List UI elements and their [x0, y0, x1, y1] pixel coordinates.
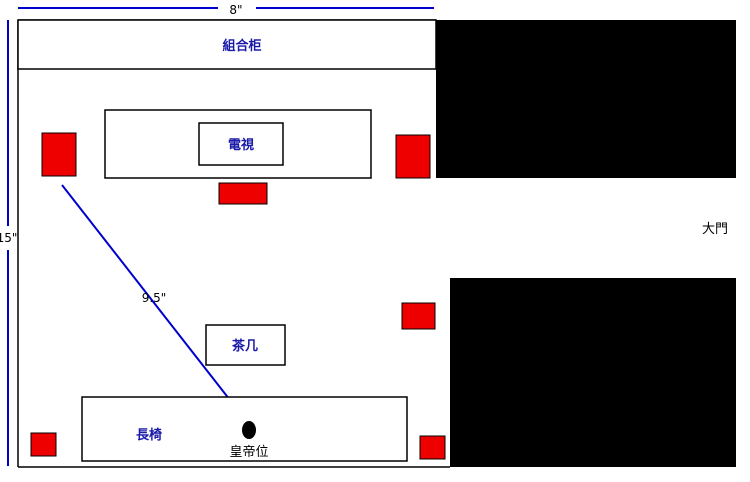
speaker-front-left [41, 132, 77, 177]
emperor-seat-marker [242, 421, 256, 439]
tv-box [198, 122, 284, 166]
coffee-table [205, 324, 286, 366]
cabinet-band [17, 19, 437, 70]
sofa-label: 長椅 [136, 427, 162, 443]
emperor-seat-label: 皇帝位 [229, 444, 268, 460]
speaker-side-right [401, 302, 436, 330]
diagonal-distance-label: 9.5" [142, 291, 167, 305]
diagonal-distance-line [61, 184, 245, 419]
tv-label: 電視 [228, 137, 254, 153]
height-dimension-label: 15" [0, 231, 17, 245]
speaker-rear-right [419, 435, 446, 460]
speaker-center [218, 182, 268, 205]
speaker-front-right [395, 134, 431, 179]
blocked-area-top [436, 20, 736, 178]
main-door-label: 大門 [702, 222, 728, 237]
blocked-area-bottom [450, 278, 736, 467]
cabinet-label: 組合柜 [222, 38, 261, 54]
width-dimension-label: 8" [229, 3, 242, 17]
coffee-table-label: 茶几 [232, 338, 258, 354]
speaker-rear-left [30, 432, 57, 457]
